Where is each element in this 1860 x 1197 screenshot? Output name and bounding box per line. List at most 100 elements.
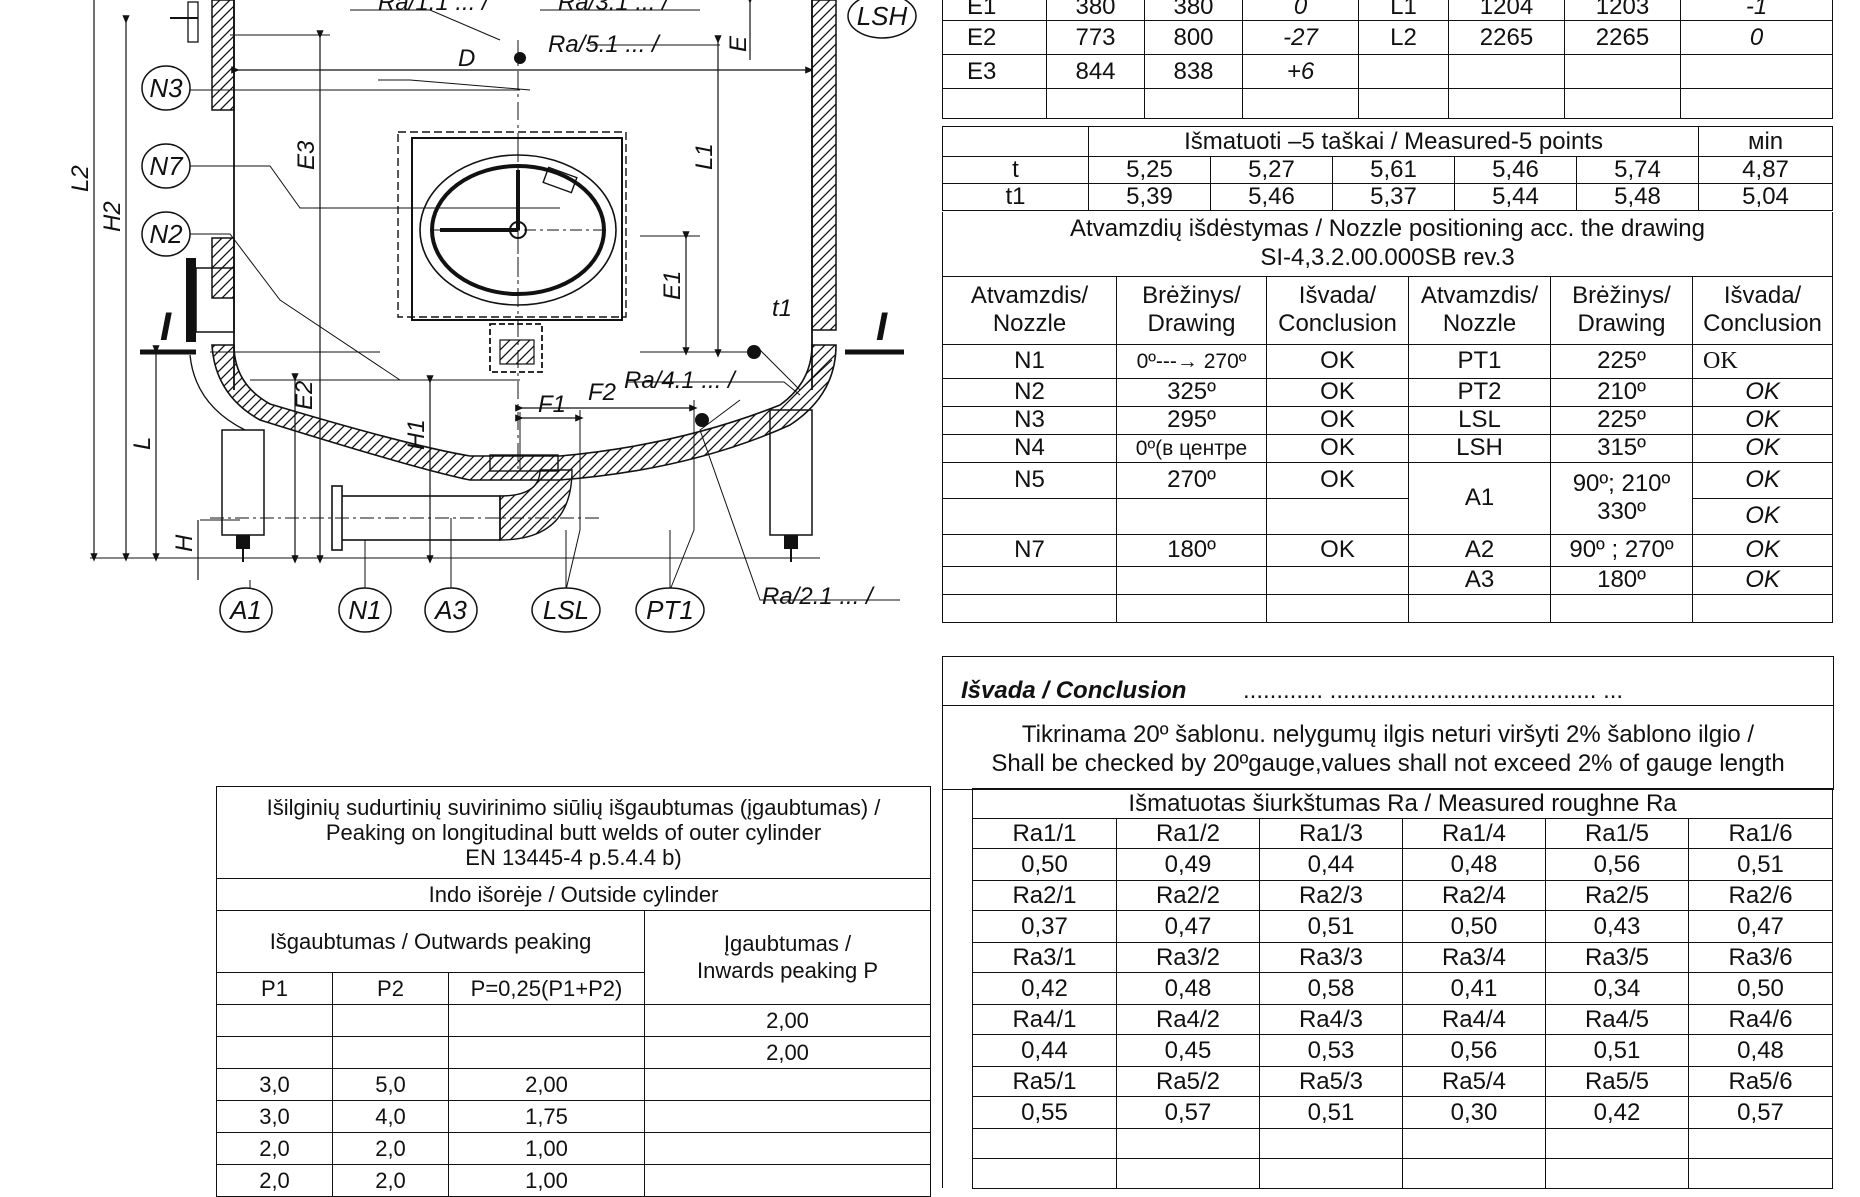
- svg-text:A1: A1: [228, 595, 262, 625]
- table-cell: 0,30: [1402, 1096, 1546, 1129]
- table-cell: 2,0: [216, 1164, 333, 1197]
- dimensions-table: E1 380 380 0 L1 1204 1203 -1 E2 773 800 …: [942, 0, 1833, 119]
- table-cell: 225º: [1550, 405, 1693, 435]
- table-cell: 800: [1144, 20, 1243, 55]
- peaking-outside-label: Indo išorėje / Outside cylinder: [215, 878, 932, 911]
- table-cell: Ra2/6: [1687, 880, 1834, 911]
- thickness-table: Išmatuoti –5 taškai / Measured-5 points …: [942, 126, 1834, 211]
- table-cell: 225º: [1550, 343, 1693, 379]
- table-cell: Ra2/4: [1402, 880, 1546, 911]
- roughness-mark-ra11: Ra/1.1 ... /: [378, 0, 491, 16]
- callout-pt1: PT1: [635, 587, 705, 633]
- table-cell: Ra2/2: [1116, 880, 1260, 911]
- table-cell: Ra3/2: [1116, 942, 1260, 973]
- table-row: Ra4/1 Ra4/2 Ra4/3 Ra4/4 Ra4/5 Ra4/6: [972, 1004, 1834, 1035]
- table-cell: [216, 1004, 333, 1037]
- table-cell: +6: [1242, 54, 1359, 89]
- table-cell: Ra1/4: [1402, 818, 1546, 849]
- table-row: 2,0 2,0 1,00: [216, 1132, 932, 1165]
- callout-lsh: LSH: [847, 0, 917, 39]
- table-cell: Ra3/3: [1259, 942, 1403, 973]
- svg-text:PT1: PT1: [646, 595, 694, 625]
- svg-text:N2: N2: [149, 219, 183, 249]
- table-cell: [448, 1036, 645, 1069]
- col-drawing-label: Brėžinys/: [1572, 282, 1671, 310]
- table-cell: N4: [942, 433, 1117, 463]
- table-cell: Ra4/6: [1687, 1004, 1834, 1035]
- table-cell: 1,75: [448, 1100, 645, 1133]
- column-divider: [942, 788, 943, 1188]
- table-cell: 0,48: [1116, 972, 1260, 1005]
- table-cell: N5: [942, 461, 1117, 499]
- table-cell: OK: [1266, 405, 1409, 435]
- table-cell: [643, 1068, 932, 1101]
- table-cell: 0,51: [1259, 1096, 1403, 1129]
- thickness-header: Išmatuoti –5 taškai / Measured-5 points: [1087, 126, 1700, 157]
- table-cell: OK: [1691, 461, 1834, 499]
- svg-text:LSL: LSL: [543, 595, 589, 625]
- table-cell: OK: [1266, 343, 1409, 379]
- roughness-mark-ra21: Ra/2.1 ... /: [762, 583, 875, 610]
- table-row: 0,37 0,47 0,51 0,50 0,43 0,47: [972, 910, 1834, 943]
- svg-text:A3: A3: [433, 595, 467, 625]
- table-row: N3 295º OK LSL 225º OK: [942, 405, 1834, 435]
- table-cell: OK: [1691, 343, 1834, 379]
- table-cell: Ra2/3: [1259, 880, 1403, 911]
- conclusion-box: Išvada / Conclusion ............ .......…: [942, 656, 1834, 790]
- table-cell: Ra2/1: [972, 880, 1117, 911]
- table-cell: 0,42: [1545, 1096, 1689, 1129]
- table-row: E2 773 800 -27 L2 2265 2265 0: [942, 20, 1833, 55]
- callout-n1: N1: [338, 587, 392, 633]
- left-wall-insulation: [211, 0, 235, 111]
- svg-text:N1: N1: [348, 595, 381, 625]
- svg-text:N7: N7: [149, 151, 184, 181]
- table-cell: [1448, 54, 1565, 89]
- col-conclusion-label-en: Conclusion: [1278, 310, 1397, 337]
- table-cell: 5,37: [1332, 183, 1455, 211]
- table-cell: 0,45: [1116, 1034, 1260, 1067]
- table-cell: 325º: [1116, 377, 1267, 407]
- table-cell: 0,57: [1687, 1096, 1834, 1129]
- table-cell: 5,44: [1454, 183, 1577, 211]
- table-cell: [332, 1036, 449, 1069]
- table-row: Atvamzdių išdėstymas / Nozzle positionin…: [941, 212, 1834, 277]
- table-row: 0,50 0,49 0,44 0,48 0,56 0,51: [972, 848, 1834, 881]
- table-cell: 5,04: [1698, 183, 1834, 211]
- table-row: 2,0 2,0 1,00: [216, 1164, 932, 1197]
- table-row: 3,0 4,0 1,75: [216, 1100, 932, 1133]
- table-cell: 5,48: [1575, 183, 1700, 211]
- callout-n2: N2: [141, 211, 191, 257]
- table-row: [942, 593, 1834, 623]
- dim-h2: H2: [99, 201, 126, 232]
- dim-e: E: [725, 35, 752, 52]
- dim-l1: L1: [691, 143, 718, 170]
- table-cell: N1: [942, 343, 1117, 379]
- col-drawing-label-en: Drawing: [1147, 310, 1236, 337]
- table-cell: 5,46: [1210, 183, 1333, 211]
- table-cell: N7: [942, 533, 1117, 567]
- vessel-drawing: N3 N7 N2 LSH A1 N1 A3 LSL PT1 D E E1 E2 …: [67, 0, 917, 633]
- table-cell: 2,00: [448, 1068, 645, 1101]
- table-cell: 0,48: [1402, 848, 1546, 881]
- peaking-title-line3: EN 13445-4 p.5.4.4 b): [465, 845, 682, 871]
- table-cell: 5,39: [1088, 183, 1211, 211]
- table-cell: OK: [1691, 565, 1834, 595]
- peaking-inwards-label: Įgaubtumas /: [723, 931, 852, 957]
- table-cell: 0,50: [1402, 910, 1546, 943]
- table-cell: A1: [1408, 461, 1551, 535]
- table-row: E3 844 838 +6: [942, 54, 1833, 89]
- table-cell: 5,46: [1454, 156, 1577, 184]
- table-cell: 3,0: [216, 1100, 333, 1133]
- table-cell: Ra5/6: [1687, 1066, 1834, 1097]
- table-cell: OK: [1266, 433, 1409, 463]
- table-cell: 0,44: [1259, 848, 1403, 881]
- conclusion-title: Išvada / Conclusion: [961, 677, 1187, 704]
- table-row: [942, 88, 1833, 119]
- col-drawing-label: Brėžinys/: [1142, 282, 1241, 310]
- table-cell: -27: [1242, 20, 1359, 55]
- dim-h1: H1: [403, 419, 430, 450]
- table-row: 0,44 0,45 0,53 0,56 0,51 0,48: [972, 1034, 1834, 1067]
- dim-e2: E2: [291, 381, 318, 410]
- col-conclusion-label: Išvada/: [1723, 282, 1802, 310]
- table-row: 0,42 0,48 0,58 0,41 0,34 0,50: [972, 972, 1834, 1005]
